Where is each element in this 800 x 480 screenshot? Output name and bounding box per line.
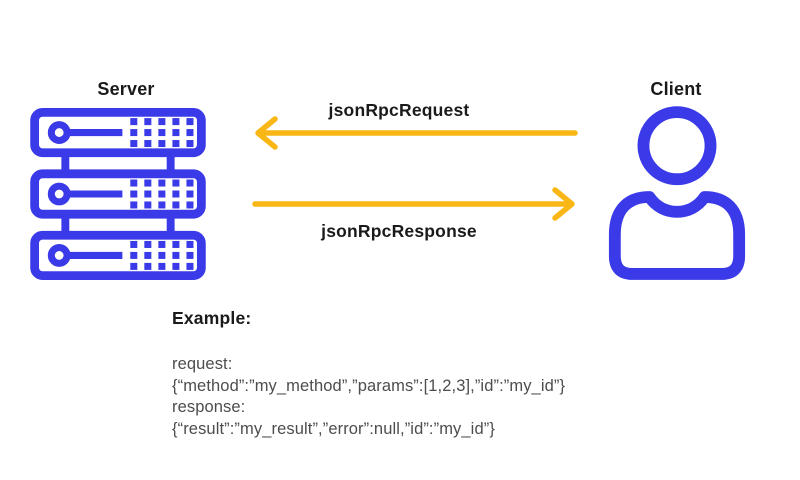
example-title: Example: bbox=[172, 308, 252, 328]
example-request-label-line: request: bbox=[172, 355, 233, 373]
example-request-json-line: {“method”:”my_method”,”params”:[1,2,3],”… bbox=[172, 376, 566, 395]
example-response-json-line: {“result”:”my_result”,”error”:null,”id”:… bbox=[172, 419, 495, 438]
client-label: Client bbox=[650, 79, 702, 99]
example-response-label-line: response: bbox=[172, 398, 246, 416]
response-arrow-right-icon bbox=[252, 187, 575, 221]
request-arrow-left-icon bbox=[255, 116, 578, 150]
server-label: Server bbox=[97, 79, 155, 99]
request-arrow-label: jsonRpcRequest bbox=[328, 100, 470, 120]
response-arrow-label: jsonRpcResponse bbox=[321, 221, 477, 241]
person-icon bbox=[608, 106, 746, 280]
server-rack-icon bbox=[30, 108, 206, 280]
example-section: Example: request: {“method”:”my_method”,… bbox=[172, 308, 565, 440]
